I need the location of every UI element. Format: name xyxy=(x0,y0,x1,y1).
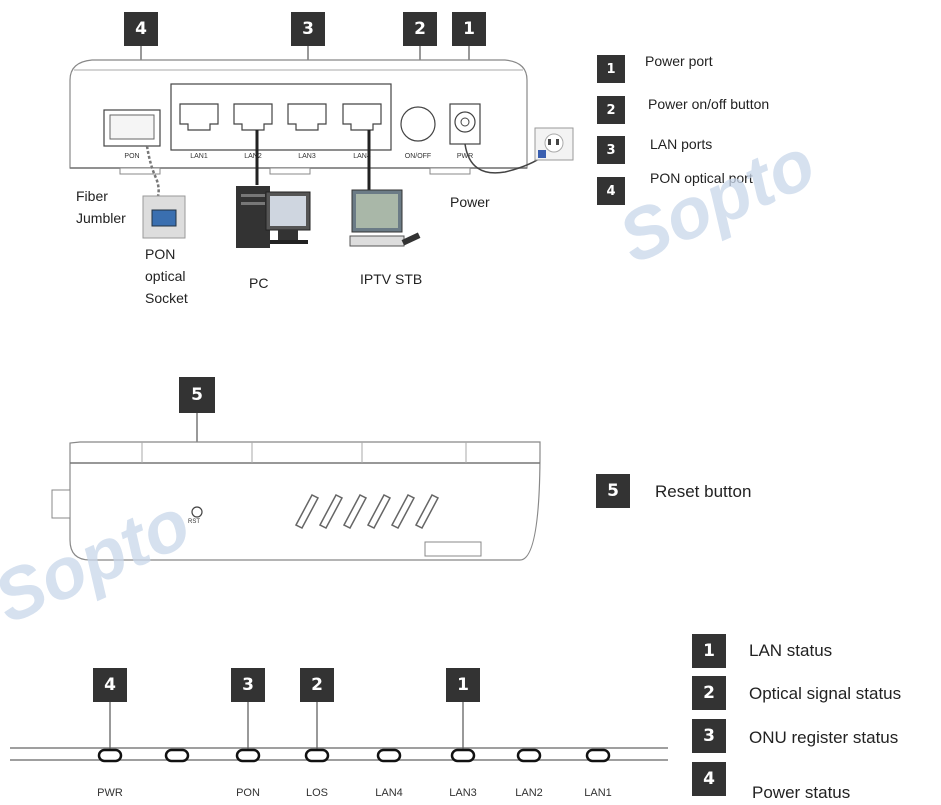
led-callout-badge-4: 4 xyxy=(93,668,127,702)
legend-text-power-button: Power on/off button xyxy=(648,96,770,112)
led-label-los: LOS xyxy=(305,787,328,799)
callout-badge-5: 5 xyxy=(179,377,215,413)
led-label-lan3: LAN3 xyxy=(449,787,477,799)
legend-badge-5: 5 xyxy=(596,474,630,508)
port-label-lan3: LAN3 xyxy=(298,153,316,160)
caption-pon-optical-socket: PON optical Socket xyxy=(145,246,188,306)
legend-badge-1: 1 xyxy=(597,55,625,83)
caption-fiber-jumbler: Fiber Jumbler xyxy=(76,188,126,226)
led-label-lan2: LAN2 xyxy=(515,787,543,799)
led-legend-text-optical-signal: Optical signal status xyxy=(749,684,902,703)
wall-outlet-icon xyxy=(534,127,574,161)
led-label-pwr: PWR xyxy=(97,787,123,799)
lan-ports xyxy=(179,103,382,131)
pc-icon xyxy=(236,186,311,248)
led-callout-badge-2: 2 xyxy=(300,668,334,702)
legend-badge-4: 4 xyxy=(597,177,625,205)
led-legend-badge-2: 2 xyxy=(692,676,726,710)
legend-badge-3: 3 xyxy=(597,136,625,164)
callout-badge-3: 3 xyxy=(291,12,325,46)
led-legend-badge-3: 3 xyxy=(692,719,726,753)
legend-text-lan-ports: LAN ports xyxy=(650,136,713,152)
callout-badge-4: 4 xyxy=(124,12,158,46)
led-label-lan1: LAN1 xyxy=(584,787,612,799)
led-legend-text-power-status: Power status xyxy=(752,783,851,802)
legend-text-pon-port: PON optical port xyxy=(650,170,753,186)
led-legend-badge-4: 4 xyxy=(692,762,726,796)
led-label-pon: PON xyxy=(236,787,260,799)
port-label-lan2: LAN2 xyxy=(244,153,262,160)
port-label-pon: PON xyxy=(124,153,139,160)
port-label-pwr: PWR xyxy=(457,153,473,160)
vent-slots xyxy=(294,494,440,529)
led-legend-badge-1: 1 xyxy=(692,634,726,668)
port-label-lan4: LAN4 xyxy=(353,153,371,160)
led-callout-badge-1: 1 xyxy=(446,668,480,702)
legend-text-power-port: Power port xyxy=(645,53,713,69)
led-label-lan4: LAN4 xyxy=(375,787,403,799)
router-rear-diagram: PON LAN1 LAN2 LAN3 LAN4 ON/OFF PWR xyxy=(69,46,574,248)
caption-power: Power xyxy=(450,194,490,210)
reset-small-label: RST xyxy=(188,519,200,525)
caption-iptv-stb: IPTV STB xyxy=(360,271,423,287)
led-callout-badge-3: 3 xyxy=(231,668,265,702)
callout-badge-1: 1 xyxy=(452,12,486,46)
led-legend-text-onu-register: ONU register status xyxy=(749,728,899,747)
led-strip xyxy=(10,702,668,763)
port-label-lan1: LAN1 xyxy=(190,153,208,160)
router-side-diagram xyxy=(51,413,541,561)
caption-pc: PC xyxy=(249,275,269,291)
led-legend-text-lan-status: LAN status xyxy=(749,641,833,660)
legend-text-reset-button: Reset button xyxy=(655,482,752,501)
legend-badge-2: 2 xyxy=(597,96,625,124)
callout-badge-2: 2 xyxy=(403,12,437,46)
iptv-stb-icon xyxy=(349,189,421,247)
port-label-onoff: ON/OFF xyxy=(405,153,431,160)
